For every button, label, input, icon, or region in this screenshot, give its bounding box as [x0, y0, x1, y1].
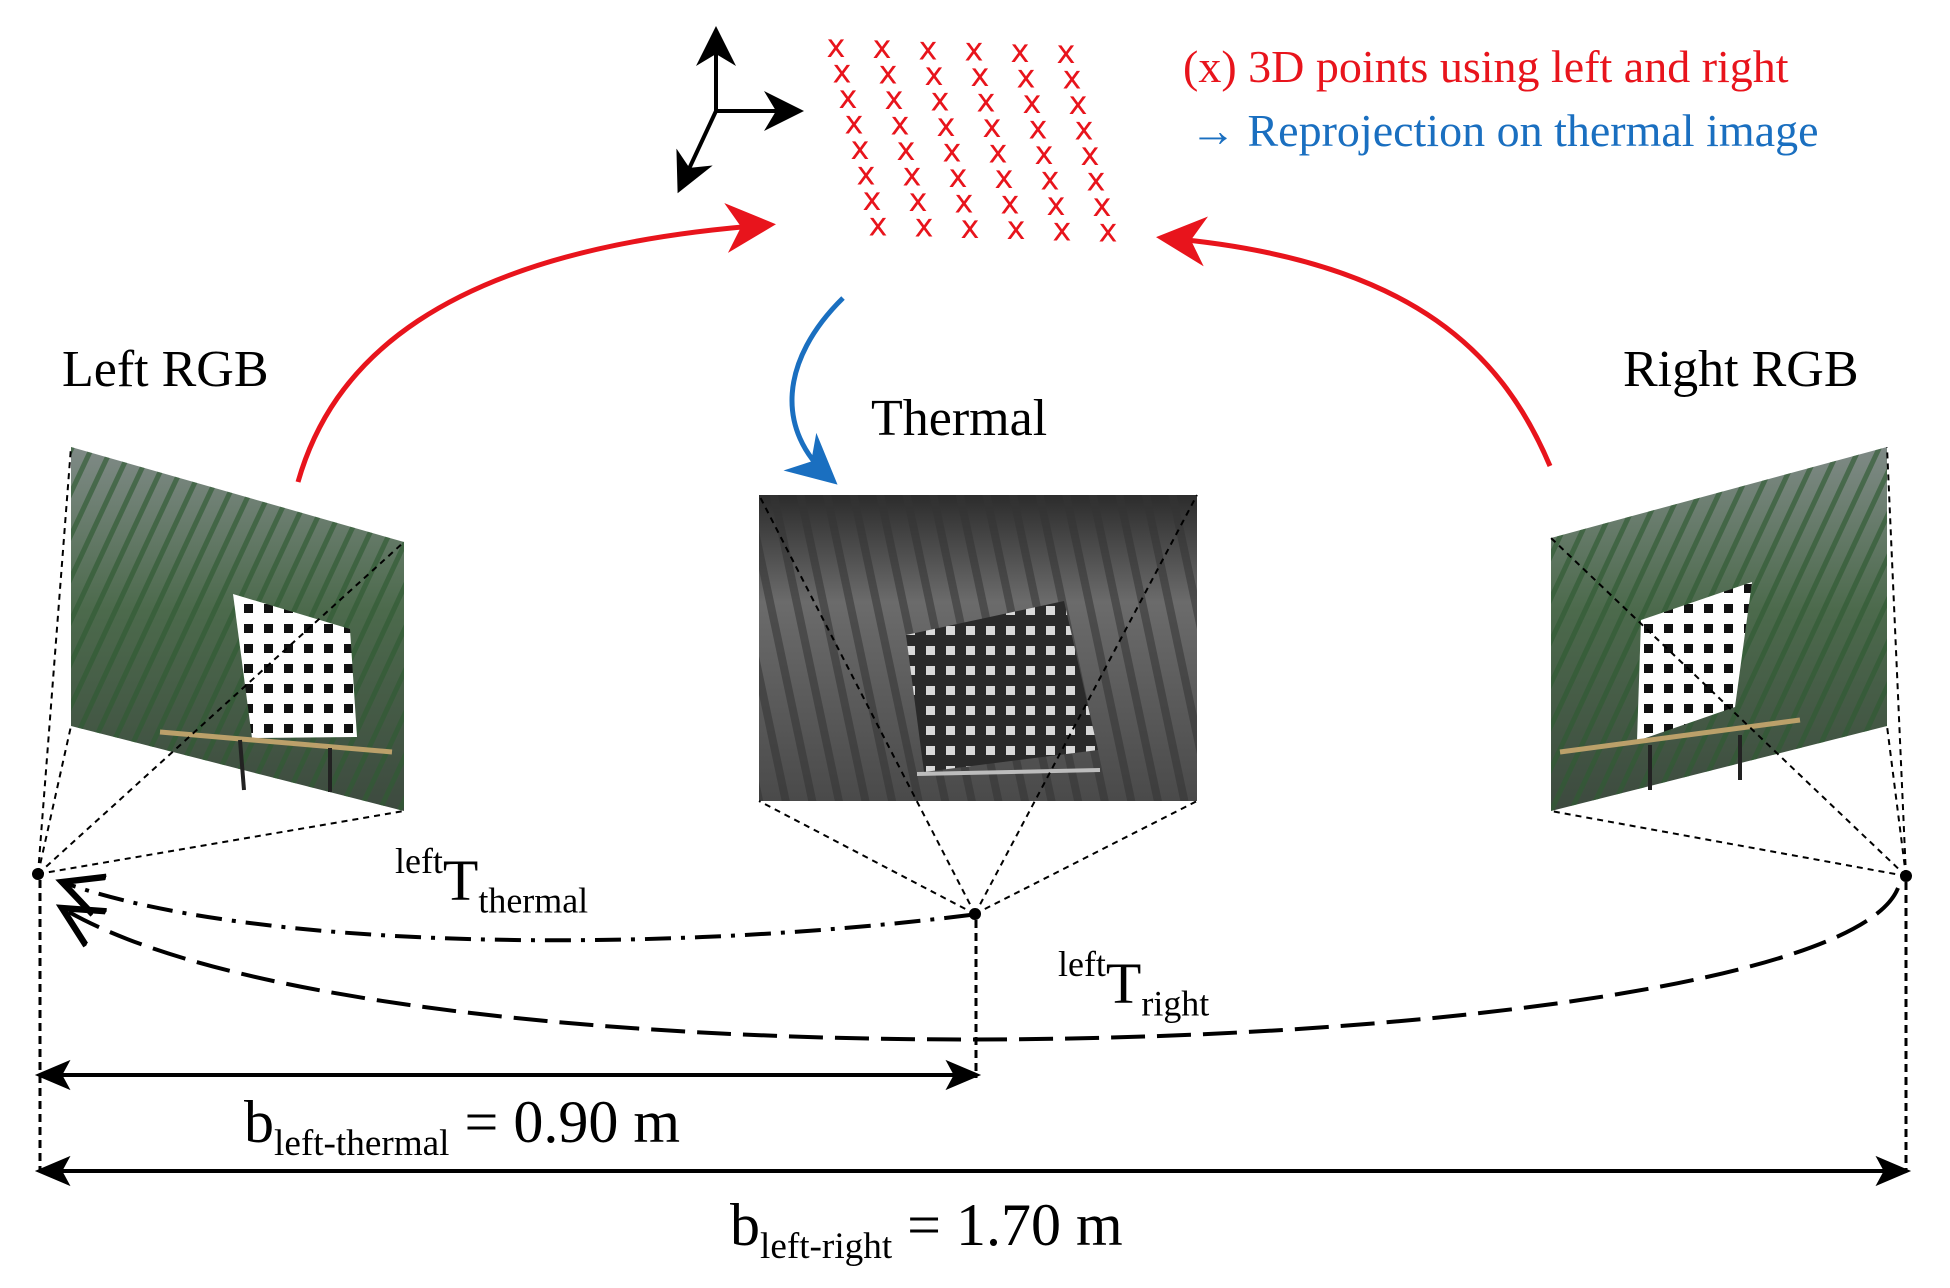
right-camera-frustum	[1550, 446, 1907, 877]
legend-reprojection: → Reprojection on thermal image	[1190, 108, 1818, 154]
point-marker: x	[851, 129, 870, 167]
point-marker: x	[983, 107, 1002, 145]
point-marker: x	[1011, 32, 1030, 70]
baseline-left-right-label: bleft-right = 1.70 m	[730, 1192, 1123, 1268]
arrow-right-icon: →	[1190, 105, 1236, 156]
point-marker: x	[891, 105, 910, 143]
thermal-camera-center	[969, 908, 981, 920]
thermal-image	[759, 495, 1197, 801]
point-marker: x	[885, 79, 904, 117]
point-marker: x	[1075, 110, 1094, 148]
point-marker: x	[1099, 212, 1118, 250]
point-marker: x	[1001, 184, 1020, 222]
right-to-points-arrow	[1156, 216, 1553, 467]
left-rgb-image	[71, 447, 404, 811]
point-marker: x	[925, 55, 944, 93]
thermal-camera-frustum	[758, 494, 1198, 915]
thermal-label: Thermal	[871, 390, 1048, 447]
point-marker: x	[833, 53, 852, 91]
point-marker: x	[827, 27, 846, 65]
point-marker: x	[1041, 159, 1060, 197]
left-camera-center	[32, 868, 44, 880]
legend-reprojection-text: Reprojection on thermal image	[1247, 105, 1819, 156]
point-marker: x	[1029, 108, 1048, 146]
left-right-transform-arrow	[62, 887, 1900, 1042]
transform-left-thermal-label: leftTthermal	[395, 841, 589, 921]
point-marker: x	[879, 54, 898, 92]
baseline-left-right-arrow	[34, 1155, 1912, 1187]
point-marker: x	[961, 208, 980, 246]
point-marker: x	[903, 156, 922, 194]
point-marker: x	[897, 130, 916, 168]
point-marker: x	[1023, 83, 1042, 121]
baseline-guides	[38, 880, 1908, 1172]
point-marker: x	[931, 80, 950, 118]
point-marker: x	[995, 158, 1014, 196]
left-camera-frustum	[37, 446, 405, 875]
legend-3d-points: (x) 3D points using left and right	[1183, 41, 1789, 92]
coordinate-axes-icon	[676, 26, 804, 194]
point-marker: x	[943, 131, 962, 169]
left-to-points-arrow	[295, 203, 776, 483]
point-marker: x	[971, 56, 990, 94]
point-marker: x	[845, 104, 864, 142]
point-marker: x	[1081, 135, 1100, 173]
point-marker: x	[989, 133, 1008, 171]
point-marker: x	[1053, 210, 1072, 248]
right-rgb-label: Right RGB	[1623, 341, 1859, 398]
point-marker: x	[1017, 57, 1036, 95]
point-marker: x	[937, 106, 956, 144]
transform-left-right-label: leftTright	[1058, 944, 1210, 1024]
point-marker: x	[915, 207, 934, 245]
right-rgb-image	[1551, 447, 1887, 811]
point-marker: x	[955, 182, 974, 220]
point-marker: x	[965, 31, 984, 69]
point-marker: x	[1057, 33, 1076, 71]
point-marker: x	[1093, 186, 1112, 224]
left-rgb-label: Left RGB	[62, 341, 269, 398]
point-marker: x	[869, 206, 888, 244]
reprojection-arrow	[783, 296, 845, 485]
point-marker: x	[1047, 185, 1066, 223]
baseline-left-thermal-label: bleft-thermal = 0.90 m	[244, 1089, 681, 1165]
point-marker: x	[873, 28, 892, 66]
left-thermal-transform-arrow	[62, 882, 971, 943]
point-marker: x	[1035, 134, 1054, 172]
point-marker: x	[839, 78, 858, 116]
point-marker: x	[1007, 209, 1026, 247]
point-marker: x	[919, 29, 938, 67]
point-marker: x	[1069, 84, 1088, 122]
point-marker: x	[1087, 161, 1106, 199]
point-marker: x	[863, 180, 882, 218]
point-marker: x	[857, 155, 876, 193]
point-marker: x	[1063, 59, 1082, 97]
right-camera-center	[1900, 870, 1912, 882]
point-marker: x	[949, 157, 968, 195]
point-marker: x	[909, 181, 928, 219]
checkerboard-target-icon	[233, 594, 357, 738]
point-marker: x	[977, 82, 996, 120]
baseline-left-thermal-arrow	[34, 1059, 982, 1091]
